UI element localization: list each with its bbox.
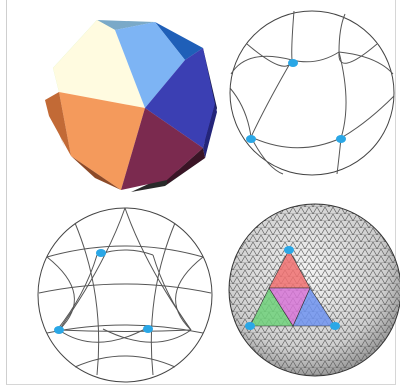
icosahedron-panel <box>35 8 225 194</box>
vertex-marker <box>143 325 153 333</box>
sphere-outline <box>230 11 394 175</box>
fine-mesh-panel <box>225 200 400 380</box>
sphere-icosahedral-projection <box>227 8 397 178</box>
vertex-marker <box>288 59 298 67</box>
figure-frame <box>6 0 396 385</box>
vertex-marker <box>246 135 256 143</box>
vertex-marker <box>330 322 340 330</box>
vertex-marker <box>284 246 294 254</box>
icosahedron-solid <box>35 8 225 194</box>
vertex-marker <box>96 249 106 257</box>
vertex-marker <box>54 326 64 334</box>
projection-panel <box>227 8 397 178</box>
vertex-marker <box>245 322 255 330</box>
sphere-fine-mesh-colored <box>225 200 400 380</box>
vertex-marker <box>336 135 346 143</box>
subdivided-panel <box>35 205 215 385</box>
sphere-subdivided-level-1 <box>35 205 215 385</box>
